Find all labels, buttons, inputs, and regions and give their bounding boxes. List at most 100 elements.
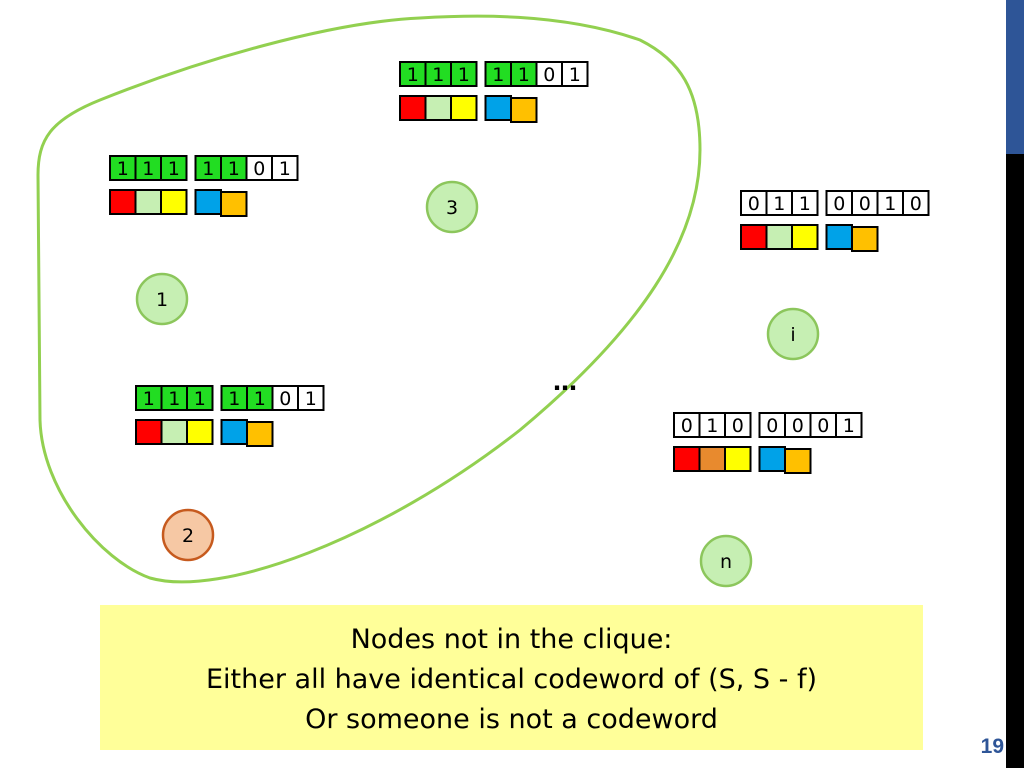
codeword-bit xyxy=(561,61,589,87)
node-circle xyxy=(766,307,820,361)
codeword-bit-label: 1 xyxy=(432,64,444,86)
codeword-bit-label: 0 xyxy=(748,193,760,215)
clique-outline xyxy=(36,14,702,584)
color-cell xyxy=(851,226,879,252)
codeword-bit-label: 1 xyxy=(518,64,530,86)
codeword-bit-label: 1 xyxy=(202,158,214,180)
codeword-bit-label: 0 xyxy=(766,415,778,437)
codeword-bit-label: 0 xyxy=(792,415,804,437)
codeword-bit xyxy=(160,155,188,181)
codeword-bit-label: 1 xyxy=(228,388,240,410)
codeword-bit-label: 1 xyxy=(492,64,504,86)
color-cell xyxy=(399,95,427,121)
color-cell xyxy=(246,421,274,447)
color-cell xyxy=(220,191,248,217)
node-label: i xyxy=(790,324,795,346)
color-cell xyxy=(109,189,137,215)
caption-line-2: Either all have identical codeword of (S… xyxy=(205,664,818,695)
codeword-bit-label: 1 xyxy=(884,193,896,215)
color-cell xyxy=(724,446,752,472)
codeword-bit-label: 1 xyxy=(117,158,129,180)
color-cell xyxy=(825,224,853,250)
codeword-bit-label: 1 xyxy=(143,388,155,410)
color-cell xyxy=(186,419,214,445)
color-cell xyxy=(758,446,786,472)
codeword-bit-label: 0 xyxy=(253,158,265,180)
codeword-bit-label: 0 xyxy=(859,193,871,215)
node-circle xyxy=(699,534,753,588)
codeword-bit xyxy=(297,385,325,411)
color-cell xyxy=(424,95,452,121)
codeword-bit-label: 1 xyxy=(168,158,180,180)
codeword-bit xyxy=(186,385,214,411)
node-circle xyxy=(425,180,479,234)
color-cell xyxy=(450,95,478,121)
codeword-bit-label: 0 xyxy=(732,415,744,437)
codeword-bit-label: 1 xyxy=(228,158,240,180)
sidebar-accent-blue xyxy=(1006,0,1024,154)
codeword-bit-label: 1 xyxy=(773,193,785,215)
node-label: n xyxy=(720,551,732,573)
codeword-bit-label: 0 xyxy=(910,193,922,215)
codeword-bit xyxy=(724,412,752,438)
color-cell xyxy=(160,189,188,215)
color-cell xyxy=(134,189,162,215)
codeword-bit xyxy=(160,385,188,411)
color-cell xyxy=(484,95,512,121)
codeword-bit-label: 1 xyxy=(407,64,419,86)
codeword-bit-label: 1 xyxy=(843,415,855,437)
codeword-bit xyxy=(450,61,478,87)
codeword-bit-label: 0 xyxy=(543,64,555,86)
codeword-bit-label: 0 xyxy=(279,388,291,410)
codeword-bit-label: 0 xyxy=(681,415,693,437)
codeword-bit-label: 0 xyxy=(817,415,829,437)
codeword-bit-label: 1 xyxy=(279,158,291,180)
codeword-bit xyxy=(194,155,222,181)
node-label: 2 xyxy=(182,525,194,547)
codeword-bit-label: 1 xyxy=(799,193,811,215)
codeword-bit xyxy=(246,385,274,411)
node-label: 3 xyxy=(446,197,458,219)
codeword-bit-label: 1 xyxy=(305,388,317,410)
sidebar-accent-black xyxy=(1006,154,1024,768)
codeword-bit xyxy=(784,412,812,438)
codeword-bit-label: 1 xyxy=(142,158,154,180)
codeword-bit xyxy=(809,412,837,438)
color-cell xyxy=(765,224,793,250)
codeword-bit-label: 1 xyxy=(194,388,206,410)
page-number: 19 xyxy=(980,735,1004,758)
color-cell xyxy=(135,419,163,445)
codeword-bit xyxy=(791,190,819,216)
color-cell xyxy=(791,224,819,250)
color-cell xyxy=(784,448,812,474)
color-cell xyxy=(160,419,188,445)
codeword-bit xyxy=(271,155,299,181)
color-cell xyxy=(698,446,726,472)
codeword-bit xyxy=(220,155,248,181)
codeword-bit xyxy=(876,190,904,216)
caption-line-3: Or someone is not a codeword xyxy=(305,704,718,735)
caption-box: Nodes not in the clique: Either all have… xyxy=(100,605,923,750)
codeword-bit xyxy=(835,412,863,438)
codeword-bit-label: 1 xyxy=(569,64,581,86)
codeword-bit-label: 1 xyxy=(168,388,180,410)
codeword-bit-label: 1 xyxy=(254,388,266,410)
color-cell xyxy=(194,189,222,215)
color-cell xyxy=(673,446,701,472)
node-label: 1 xyxy=(156,289,168,311)
color-cell xyxy=(740,224,768,250)
ellipsis: … xyxy=(553,368,577,396)
codeword-bit xyxy=(851,190,879,216)
codeword-bit xyxy=(902,190,930,216)
node-circle xyxy=(161,508,215,562)
codeword-bit-label: 0 xyxy=(833,193,845,215)
caption-line-1: Nodes not in the clique: xyxy=(350,624,673,655)
codeword-bit-label: 1 xyxy=(458,64,470,86)
